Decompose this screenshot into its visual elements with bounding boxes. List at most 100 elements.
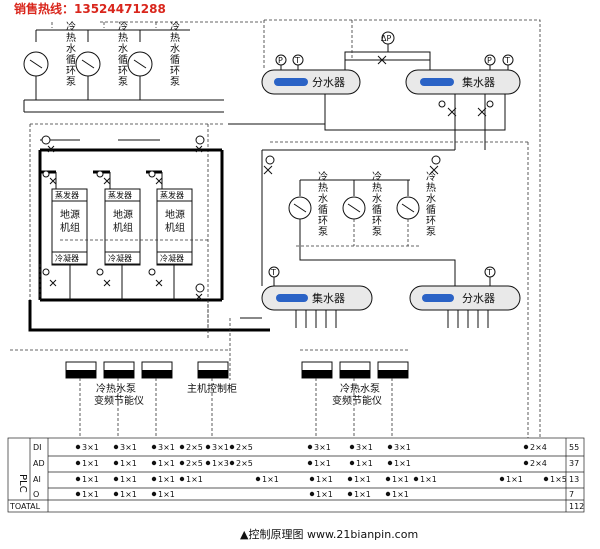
svg-text:1×1: 1×1 — [158, 490, 175, 499]
svg-text:1×1: 1×1 — [356, 459, 373, 468]
unit-label: 地源机组 — [165, 208, 185, 234]
pump-label: 冷热水循环泵 — [170, 20, 180, 88]
top-pump-group: 冷热水循环泵 冷热水循环泵 冷热水循环泵 — [23, 20, 224, 113]
plc-cell: 1×1 — [113, 490, 137, 499]
controller-left-line2: 变频节能仪 — [94, 394, 144, 407]
plc-cell: 1×1 — [151, 490, 175, 499]
svg-text:2×5: 2×5 — [236, 443, 253, 452]
plc-cell: 2×5 — [229, 443, 253, 452]
svg-text:1×1: 1×1 — [186, 475, 203, 484]
plc-cell: 1×1 — [349, 459, 373, 468]
evaporator-label: 蒸发器 — [55, 190, 79, 200]
plc-cell: 3×1 — [75, 443, 99, 452]
temperature-sensor-label: T — [486, 268, 492, 277]
controller-right-line2: 变频节能仪 — [332, 394, 382, 407]
plc-cell: 1×3 — [205, 459, 229, 468]
supply-manifold-bottom — [409, 285, 521, 311]
plc-cell: 1×5 — [543, 475, 567, 484]
plc-cell: 1×1 — [499, 475, 523, 484]
pump-label: 冷热水循环泵 — [118, 20, 128, 88]
svg-text:1×1: 1×1 — [354, 475, 371, 484]
plc-total-label: TOATAL — [9, 502, 41, 511]
supply-manifold-label: 分水器 — [312, 76, 345, 89]
temperature-sensor-label: T — [270, 268, 276, 277]
plc-cell: 1×1 — [75, 490, 99, 499]
return-manifold-bottom — [261, 285, 373, 311]
plc-grand-total: 112 — [569, 502, 584, 511]
plc-cell: 1×1 — [413, 475, 437, 484]
return-manifold-bottom-label: 集水器 — [312, 291, 345, 305]
svg-text:2×5: 2×5 — [236, 459, 253, 468]
hotline-text: 销售热线：13524471288 — [14, 1, 166, 16]
plc-row-total: 55 — [569, 443, 579, 452]
top-manifolds: 分水器 集水器 P T P T ΔP — [100, 19, 541, 438]
plc-cell: 2×5 — [229, 459, 253, 468]
svg-text:3×1: 3×1 — [120, 443, 137, 452]
plc-cell: 2×4 — [523, 459, 547, 468]
units-group: 蒸发器 冷凝器 地源机组 蒸发器 冷凝器 地源机组 蒸发器 冷凝器 地源机组 — [28, 123, 270, 338]
svg-text:1×1: 1×1 — [82, 459, 99, 468]
svg-text:1×5: 1×5 — [550, 475, 567, 484]
controllers: 冷热水泵 变频节能仪 主机控制柜 冷热水泵 变频节能仪 — [10, 318, 410, 438]
pressure-sensor-label: P — [487, 56, 492, 65]
plc-cell: 1×1 — [347, 490, 371, 499]
plc-cell: 1×1 — [307, 459, 331, 468]
condenser-label: 冷凝器 — [160, 253, 184, 263]
evaporator-label: 蒸发器 — [108, 190, 132, 200]
plc-cell: 1×1 — [113, 459, 137, 468]
svg-text:1×1: 1×1 — [506, 475, 523, 484]
svg-text:3×1: 3×1 — [212, 443, 229, 452]
plc-cell: 1×1 — [113, 475, 137, 484]
pump-1 — [23, 51, 49, 77]
temperature-sensor-label: T — [504, 56, 510, 65]
plc-row-label: AD — [33, 459, 45, 468]
temperature-sensor-label: T — [294, 56, 300, 65]
svg-text:2×4: 2×4 — [530, 443, 547, 452]
plc-cell: 2×5 — [179, 459, 203, 468]
plc-row-total: 7 — [569, 490, 574, 499]
svg-text:3×1: 3×1 — [82, 443, 99, 452]
svg-text:1×1: 1×1 — [262, 475, 279, 484]
unit-2: 蒸发器 冷凝器 地源机组 — [104, 188, 141, 266]
unit-label: 地源机组 — [60, 208, 80, 234]
svg-text:3×1: 3×1 — [356, 443, 373, 452]
svg-text:1×1: 1×1 — [354, 490, 371, 499]
condenser-label: 冷凝器 — [108, 253, 132, 263]
return-manifold-top — [405, 69, 521, 95]
unit-1: 蒸发器 冷凝器 地源机组 — [51, 188, 88, 266]
plc-cell: 1×1 — [387, 459, 411, 468]
caption: ▲控制原理图 www.21bianpin.com — [240, 527, 418, 541]
svg-text:1×1: 1×1 — [314, 459, 331, 468]
plc-cell: 3×1 — [113, 443, 137, 452]
plc-cell: 3×1 — [205, 443, 229, 452]
plc-cell: 1×1 — [255, 475, 279, 484]
controller-left-line1: 冷热水泵 — [96, 382, 136, 395]
mid-pump-group: 冷热水循环泵 冷热水循环泵 冷热水循环泵 — [261, 141, 529, 438]
plc-cell: 1×1 — [309, 490, 333, 499]
svg-text:1×1: 1×1 — [82, 490, 99, 499]
plc-cell: 1×1 — [151, 459, 175, 468]
svg-text:1×1: 1×1 — [82, 475, 99, 484]
svg-text:3×1: 3×1 — [158, 443, 175, 452]
svg-text:1×1: 1×1 — [392, 490, 409, 499]
plc-cell: 3×1 — [387, 443, 411, 452]
svg-text:2×4: 2×4 — [530, 459, 547, 468]
condenser-label: 冷凝器 — [55, 253, 79, 263]
plc-cell: 3×1 — [349, 443, 373, 452]
svg-text:1×1: 1×1 — [394, 459, 411, 468]
plc-cell: 1×1 — [179, 475, 203, 484]
plc-cell: 1×1 — [151, 475, 175, 484]
svg-text:1×1: 1×1 — [120, 490, 137, 499]
svg-text:1×1: 1×1 — [120, 459, 137, 468]
pump-label: 冷热水循环泵 — [66, 20, 76, 88]
pump-label: 冷热水循环泵 — [426, 170, 436, 238]
pressure-sensor-label: P — [278, 56, 283, 65]
plc-cell: 1×1 — [347, 475, 371, 484]
plc-cell: 1×1 — [75, 459, 99, 468]
unit-label: 地源机组 — [113, 208, 133, 234]
svg-text:1×1: 1×1 — [420, 475, 437, 484]
